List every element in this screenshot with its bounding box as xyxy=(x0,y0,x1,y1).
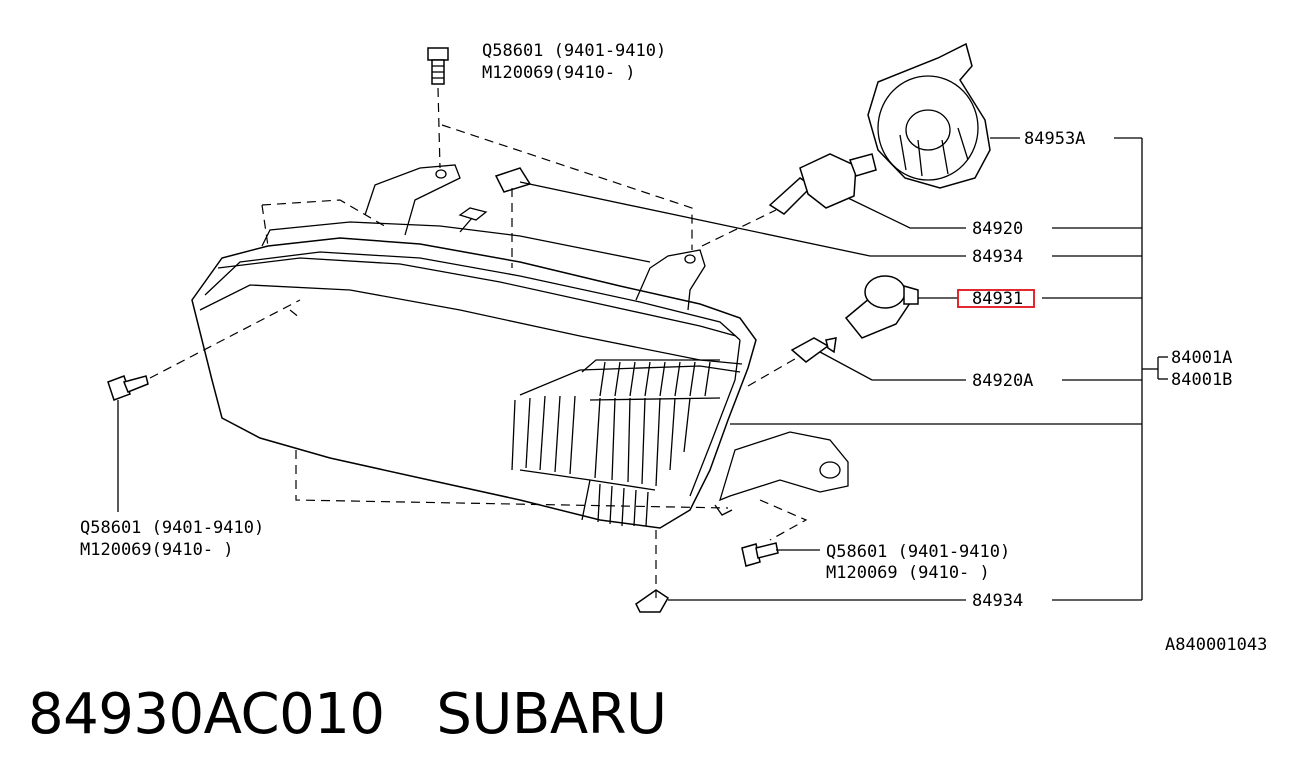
main-bulb xyxy=(768,153,877,215)
clip-lower xyxy=(635,589,669,613)
bulb-socket xyxy=(844,275,919,339)
clip-upper xyxy=(494,167,532,193)
label-bolt-left-2: M120069(9410- ) xyxy=(80,540,234,560)
label-bolt-bottom-2: M120069 (9410- ) xyxy=(826,563,990,583)
label-clip-upper: 84934 xyxy=(972,247,1023,267)
bolt-left xyxy=(107,375,149,401)
label-assembly-a: 84001A xyxy=(1171,348,1232,368)
label-assembly-b: 84001B xyxy=(1171,370,1232,390)
small-bulb xyxy=(790,337,837,363)
label-bolt-left-1: Q58601 (9401-9410) xyxy=(80,518,264,538)
assembly-dashed-lines xyxy=(149,87,808,598)
label-bulb-main: 84920 xyxy=(972,219,1023,239)
diagram-id: A840001043 xyxy=(1165,635,1268,655)
label-bulb-socket: 84931 xyxy=(972,289,1023,309)
headlight-housing xyxy=(191,164,849,529)
socket-cover xyxy=(867,42,991,189)
highlight-box xyxy=(957,289,1035,308)
label-bolt-bottom-1: Q58601 (9401-9410) xyxy=(826,542,1010,562)
label-small-bulb: 84920A xyxy=(972,371,1033,391)
leader-lines xyxy=(117,137,1168,601)
bolt-bottom xyxy=(741,542,779,567)
label-bolt-top-2: M120069(9410- ) xyxy=(482,63,636,83)
bolt-top xyxy=(427,47,449,85)
label-socket-cover: 84953A xyxy=(1024,129,1085,149)
lens-hatching xyxy=(511,359,741,527)
part-caption: 84930AC010 SUBARU xyxy=(28,682,667,747)
label-clip-lower: 84934 xyxy=(972,591,1023,611)
label-bolt-top-1: Q58601 (9401-9410) xyxy=(482,41,666,61)
